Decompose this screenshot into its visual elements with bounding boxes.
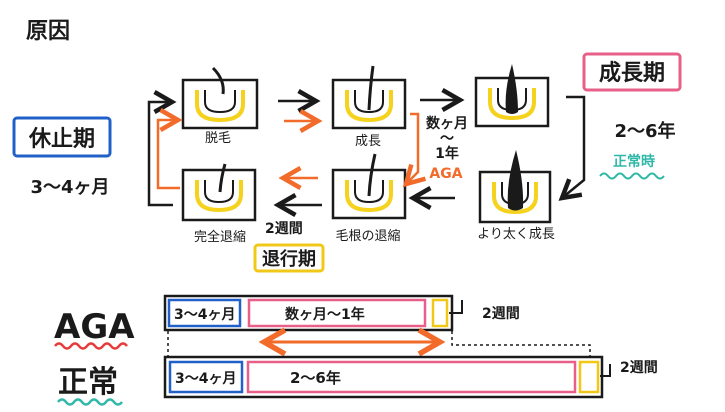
aga-arrow-grow-to-regress <box>402 112 427 188</box>
follicle-thickening <box>478 150 552 224</box>
follicle-mature <box>474 64 550 128</box>
follicle-fully-regressed <box>181 163 257 222</box>
arrow-mature-to-thick <box>558 95 586 201</box>
stage-label-fully-regressed: 完全退縮 <box>194 229 246 245</box>
normal-note-underline <box>599 172 665 180</box>
normal-note: 正常時 <box>613 153 655 170</box>
row-label-aga: AGA <box>54 307 135 347</box>
aga-duration-line-1: 数ヶ月 <box>426 115 468 132</box>
arrow-full-to-shed <box>147 90 177 207</box>
follicle-shedding <box>181 66 259 130</box>
follicle-root-regressing <box>331 153 407 220</box>
aga-duration-line-2: 〜 <box>440 131 454 147</box>
resting-phase-duration: 3〜4ヶ月 <box>30 177 109 198</box>
hair-strand <box>211 66 225 95</box>
regression-duration: 2週間 <box>265 221 303 237</box>
aga-growth-text: 数ヶ月〜1年 <box>285 306 365 323</box>
normal-resting-text: 3〜4ヶ月 <box>175 371 236 387</box>
regression-phase-box <box>253 243 325 273</box>
stage-label-root-regressing: 毛根の退縮 <box>335 228 400 244</box>
row-label-normal: 正常 <box>58 365 118 400</box>
normal-growth-segment <box>246 360 577 394</box>
growth-phase-label: 成長期 <box>599 61 665 86</box>
guide-line-end <box>451 331 591 356</box>
section-title: 原因 <box>26 19 70 44</box>
normal-resting-segment <box>168 360 244 394</box>
resting-phase-label: 休止期 <box>28 127 95 152</box>
hair-strand <box>367 65 375 111</box>
aga-arrow-full-to-shed <box>156 108 183 190</box>
normal-regression-text: 2週間 <box>620 360 658 376</box>
normal-growth-text: 2〜6年 <box>290 369 341 387</box>
hair-strand <box>218 163 227 193</box>
hair-strand <box>367 153 377 197</box>
regression-phase-label: 退行期 <box>262 248 316 270</box>
aga-growth-segment <box>247 298 427 328</box>
normal-regression-connector <box>600 364 611 377</box>
follicle-growing <box>331 65 407 130</box>
aga-regression-segment <box>431 298 449 328</box>
hair-strand <box>505 64 518 114</box>
stage-label-shedding: 脱毛 <box>205 131 231 146</box>
aga-duration-line-3: 1年 <box>435 145 459 162</box>
aga-regression-text: 2週間 <box>482 306 520 322</box>
stage-label-thickening: より太く成長 <box>477 227 555 242</box>
aga-regression-connector <box>449 300 463 314</box>
aga-resting-segment <box>167 298 242 328</box>
resting-phase-box <box>12 116 112 158</box>
aga-resting-text: 3〜4ヶ月 <box>174 307 235 323</box>
aga-underline <box>54 342 128 350</box>
growth-phase-duration: 2〜6年 <box>614 120 675 142</box>
growth-phase-box <box>582 52 682 92</box>
normal-underline <box>57 398 123 406</box>
normal-regression-segment <box>578 360 600 394</box>
stage-label-growing: 成長 <box>355 134 381 149</box>
hair-strand <box>507 150 524 211</box>
aga-path-label: AGA <box>429 166 462 182</box>
